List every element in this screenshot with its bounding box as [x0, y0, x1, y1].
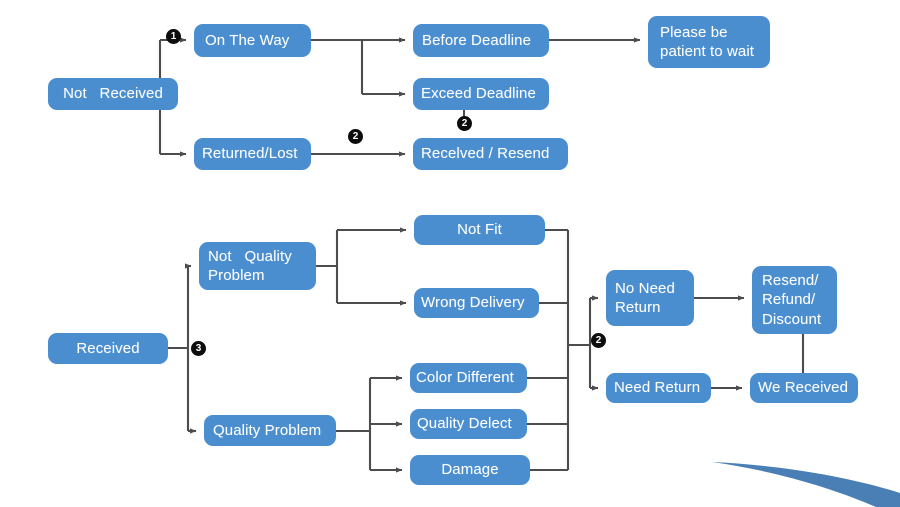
step-badge-badge-2a: 2	[348, 129, 363, 144]
node-returned-lost[interactable]: Returned/Lost	[194, 138, 311, 170]
node-on-the-way[interactable]: On The Way	[194, 24, 311, 57]
step-badge-badge-3: 3	[191, 341, 206, 356]
node-exceed-deadline[interactable]: Exceed Deadline	[413, 78, 549, 110]
node-not-quality[interactable]: Not Quality Problem	[199, 242, 316, 290]
step-badge-badge-2b: 2	[457, 116, 472, 131]
node-need-return[interactable]: Need Return	[606, 373, 711, 403]
node-not-fit[interactable]: Not Fit	[414, 215, 545, 245]
node-quality-delect[interactable]: Quality Delect	[410, 409, 527, 439]
node-we-received[interactable]: We Received	[750, 373, 858, 403]
node-received-resend[interactable]: Recelved / Resend	[413, 138, 568, 170]
step-badge-badge-2c: 2	[591, 333, 606, 348]
node-resend-refund[interactable]: Resend/ Refund/ Discount	[752, 266, 837, 334]
node-wrong-delivery[interactable]: Wrong Delivery	[414, 288, 539, 318]
decorative-swoosh	[712, 462, 900, 507]
node-quality-problem[interactable]: Quality Problem	[204, 415, 336, 446]
node-before-deadline[interactable]: Before Deadline	[413, 24, 549, 57]
node-received[interactable]: Received	[48, 333, 168, 364]
node-color-different[interactable]: Color Different	[410, 363, 527, 393]
node-no-need-return[interactable]: No Need Return	[606, 270, 694, 326]
node-please-be-patient[interactable]: Please be patient to wait	[648, 16, 770, 68]
node-damage[interactable]: Damage	[410, 455, 530, 485]
step-badge-badge-1: 1	[166, 29, 181, 44]
node-not-received[interactable]: Not Received	[48, 78, 178, 110]
